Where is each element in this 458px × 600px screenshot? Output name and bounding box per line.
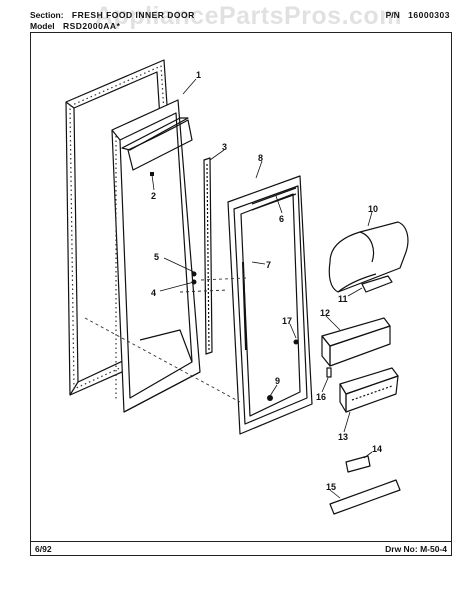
callout-17: 17 <box>282 316 292 326</box>
clip-icon <box>150 172 154 176</box>
pn-value: 16000303 <box>408 10 450 20</box>
door-liner <box>111 99 201 413</box>
callout-9: 9 <box>275 376 280 386</box>
shelf-bin <box>321 317 391 367</box>
callout-1: 1 <box>196 70 201 80</box>
screw-icon <box>191 271 197 277</box>
callout-8: 8 <box>258 153 263 163</box>
clip-part <box>361 275 393 293</box>
callout-7: 7 <box>266 260 271 270</box>
footer-date: 6/92 <box>35 543 52 554</box>
bin-cover <box>328 221 409 293</box>
bracket-part <box>345 455 371 473</box>
header: Section: FRESH FOOD INNER DOOR P/N 16000… <box>30 10 450 32</box>
diagram-frame <box>30 32 452 542</box>
section-value: FRESH FOOD INNER DOOR <box>71 10 195 20</box>
callout-11: 11 <box>338 294 348 304</box>
trim-strip <box>203 157 213 355</box>
bin-clip <box>326 367 332 378</box>
callout-2: 2 <box>151 191 156 201</box>
callout-16: 16 <box>316 392 326 402</box>
screw-icon <box>293 339 299 345</box>
watermark: AppliancePartsPros.com <box>95 2 402 30</box>
callout-10: 10 <box>368 204 378 214</box>
callout-13: 13 <box>338 432 348 442</box>
door-panel <box>227 175 313 435</box>
bottom-bin <box>339 367 399 413</box>
callout-14: 14 <box>372 444 382 454</box>
callout-5: 5 <box>154 252 159 262</box>
callout-6: 6 <box>279 214 284 224</box>
bar-part <box>329 479 401 515</box>
pn-label: P/N <box>385 10 400 20</box>
screw-icon <box>267 395 273 401</box>
callout-3: 3 <box>222 142 227 152</box>
screw-icon <box>191 279 197 285</box>
model-label: Model <box>30 21 55 31</box>
model-value: RSD2000AA* <box>62 21 121 31</box>
footer: 6/92 Drw No: M-50-4 <box>30 542 452 556</box>
callout-12: 12 <box>320 308 330 318</box>
drawing-number: Drw No: M-50-4 <box>385 543 447 554</box>
callout-4: 4 <box>151 288 156 298</box>
section-label: Section: <box>30 10 64 20</box>
callout-15: 15 <box>326 482 336 492</box>
